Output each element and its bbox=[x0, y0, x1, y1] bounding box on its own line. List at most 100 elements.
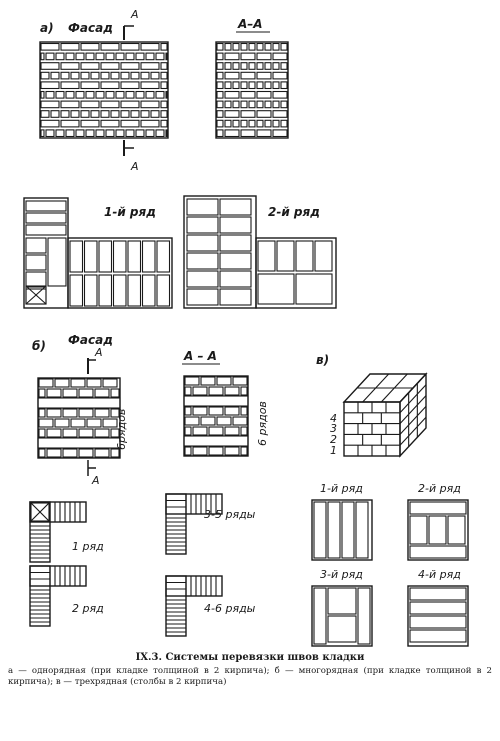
plan-row2-a bbox=[183, 195, 337, 309]
plan-b-row1 bbox=[29, 501, 87, 563]
brick bbox=[54, 378, 70, 388]
brick bbox=[192, 386, 208, 396]
brick bbox=[25, 237, 47, 254]
brick bbox=[357, 587, 371, 645]
brick bbox=[208, 446, 224, 456]
brick bbox=[248, 81, 256, 90]
brick bbox=[55, 129, 65, 138]
brick bbox=[140, 62, 160, 70]
brick bbox=[145, 129, 155, 138]
label-b-rows46: 4-6 ряды bbox=[204, 602, 256, 615]
label-b-rows35: 3-5 ряды bbox=[204, 508, 256, 521]
caption-text: а — однорядная (при кладке толщиной в 2 … bbox=[8, 666, 492, 687]
brick bbox=[184, 426, 192, 436]
brick bbox=[83, 274, 98, 307]
label-row2-a: 2-й ряд bbox=[268, 205, 320, 219]
brick bbox=[256, 71, 272, 80]
brick bbox=[240, 110, 256, 118]
cut-mark-b bbox=[87, 358, 96, 476]
brick bbox=[224, 406, 240, 416]
plan-outline bbox=[29, 565, 87, 587]
brick bbox=[280, 42, 288, 51]
brick bbox=[62, 428, 78, 438]
brick bbox=[125, 129, 135, 138]
plan-outline bbox=[165, 493, 223, 515]
brick bbox=[94, 388, 110, 398]
brick bbox=[240, 386, 248, 396]
label-rows6-left: 6рядов bbox=[115, 409, 128, 450]
brick bbox=[155, 90, 165, 99]
brick bbox=[127, 240, 142, 273]
brick bbox=[62, 388, 78, 398]
brick bbox=[184, 376, 200, 386]
brick bbox=[232, 42, 240, 51]
brick bbox=[54, 418, 70, 428]
brick bbox=[69, 274, 84, 307]
brick bbox=[355, 501, 369, 559]
brick bbox=[314, 240, 333, 272]
brick bbox=[272, 52, 288, 61]
brick bbox=[110, 110, 120, 118]
brick bbox=[208, 406, 224, 416]
brick bbox=[216, 100, 224, 109]
brick bbox=[38, 388, 46, 398]
brick bbox=[83, 240, 98, 273]
brick bbox=[216, 71, 224, 80]
brick bbox=[62, 408, 78, 418]
hatched-brick bbox=[47, 237, 67, 287]
brick bbox=[60, 119, 80, 128]
brick bbox=[80, 100, 100, 109]
brick bbox=[264, 62, 272, 70]
plan-outline bbox=[165, 493, 187, 555]
cut-mark-a bbox=[123, 25, 134, 156]
brick bbox=[165, 129, 168, 138]
brick bbox=[232, 416, 248, 426]
brick bbox=[110, 388, 120, 398]
brick bbox=[186, 252, 219, 270]
brick bbox=[140, 42, 160, 51]
brick bbox=[219, 198, 252, 216]
brick bbox=[95, 90, 105, 99]
brick bbox=[25, 224, 67, 236]
brick bbox=[256, 119, 264, 128]
brick bbox=[60, 71, 70, 80]
label-n2: 2 bbox=[330, 433, 337, 446]
brick bbox=[295, 240, 314, 272]
plan-row1-a bbox=[23, 197, 173, 309]
brick bbox=[240, 446, 248, 456]
brick bbox=[40, 129, 45, 138]
brick bbox=[208, 426, 224, 436]
brick bbox=[224, 42, 232, 51]
brick bbox=[216, 119, 224, 128]
brick bbox=[141, 274, 156, 307]
brick bbox=[130, 71, 140, 80]
brick bbox=[240, 119, 248, 128]
brick bbox=[40, 42, 60, 51]
brick bbox=[186, 270, 219, 288]
brick bbox=[327, 615, 357, 643]
brick bbox=[125, 90, 135, 99]
brick bbox=[409, 587, 467, 601]
label-cut-b-top: А bbox=[94, 346, 103, 359]
brick bbox=[62, 448, 78, 458]
brick bbox=[409, 629, 467, 643]
brick bbox=[145, 52, 155, 61]
brick bbox=[140, 100, 160, 109]
hatched-course bbox=[37, 437, 121, 449]
brick bbox=[94, 408, 110, 418]
cross-line bbox=[30, 502, 50, 522]
brick bbox=[25, 212, 67, 224]
brick bbox=[216, 52, 224, 61]
brick bbox=[55, 52, 65, 61]
caption-title: IX.3. Системы перевязки швов кладки bbox=[135, 652, 365, 663]
brick bbox=[208, 386, 224, 396]
brick bbox=[120, 100, 140, 109]
brick bbox=[38, 378, 54, 388]
plan-b-rows35 bbox=[165, 493, 223, 555]
brick bbox=[85, 90, 95, 99]
brick bbox=[100, 110, 110, 118]
wall-outline bbox=[183, 375, 249, 457]
plan-outline bbox=[67, 237, 173, 309]
brick bbox=[78, 428, 94, 438]
